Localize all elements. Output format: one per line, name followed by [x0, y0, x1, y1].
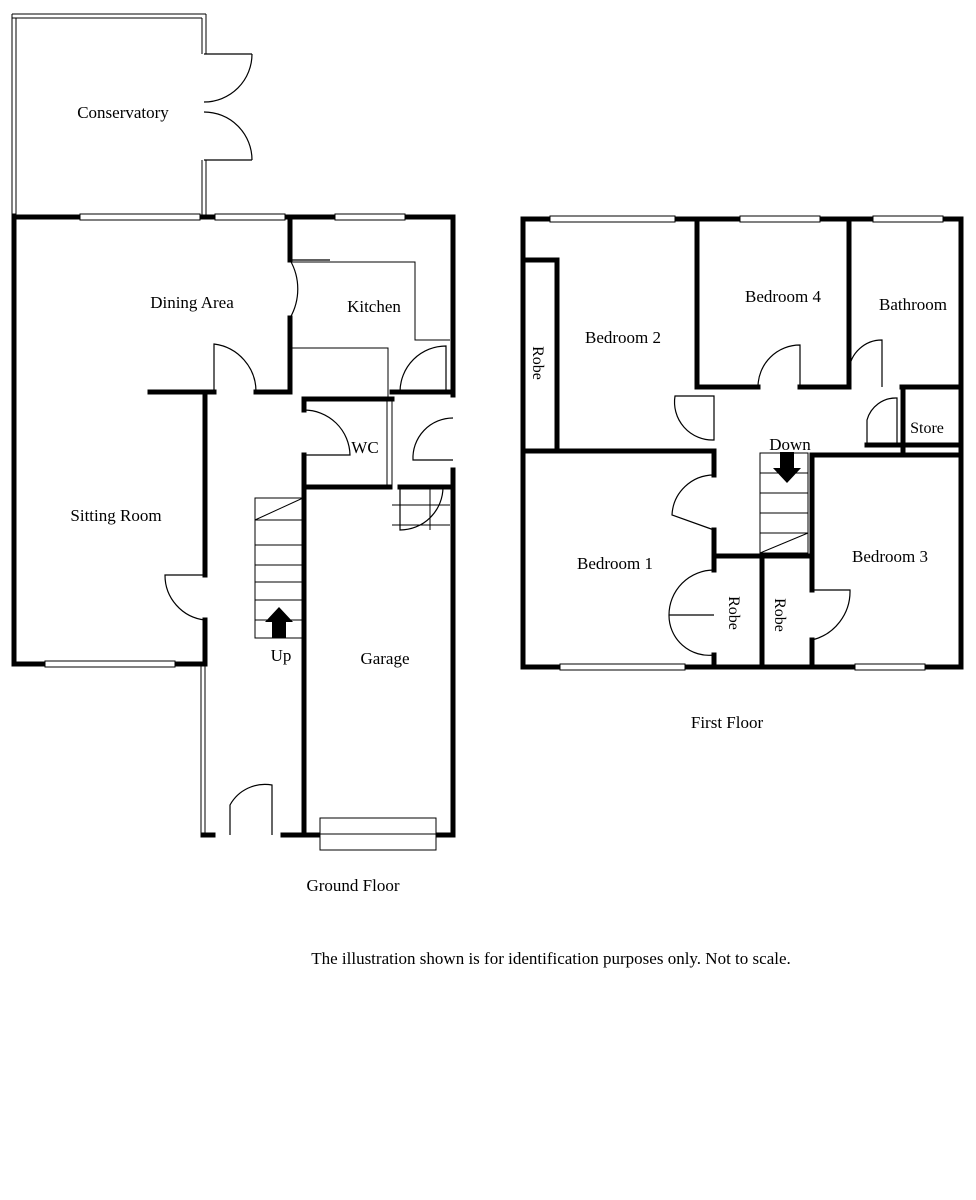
room-label-robe-bedroom-2: Robe [529, 346, 546, 380]
room-label-bedroom-3: Bedroom 3 [852, 547, 928, 566]
ground-floor-doors [164, 259, 454, 835]
stairs-up-arrow-icon [265, 607, 293, 638]
stairs-up-label: Up [271, 646, 292, 665]
first-floor-plan: Bedroom 2 Bedroom 4 Bathroom Store Bedro… [520, 215, 964, 732]
disclaimer-text: The illustration shown is for identifica… [311, 949, 791, 968]
room-label-store: Store [910, 420, 944, 437]
room-label-garage: Garage [360, 649, 409, 668]
ground-floor-stairs [254, 497, 304, 639]
room-label-sitting-room: Sitting Room [70, 506, 161, 525]
room-label-bathroom: Bathroom [879, 295, 947, 314]
room-label-robe-bedroom-3: Robe [771, 598, 788, 632]
conservatory-double-door [203, 53, 253, 161]
ground-floor-caption: Ground Floor [306, 876, 399, 895]
ground-floor-windows [44, 213, 437, 851]
first-floor-caption: First Floor [691, 713, 764, 732]
room-label-bedroom-2: Bedroom 2 [585, 328, 661, 347]
room-label-wc: WC [351, 438, 378, 457]
ground-floor-plan: Conservatory Dining Area Kitchen WC Sitt… [11, 13, 456, 895]
first-floor-windows [549, 215, 944, 671]
room-label-bedroom-4: Bedroom 4 [745, 287, 822, 306]
room-label-kitchen: Kitchen [347, 297, 401, 316]
first-floor-stairs [759, 452, 809, 554]
room-label-conservatory: Conservatory [77, 103, 169, 122]
stairs-down-label: Down [769, 435, 811, 454]
stairs-down-arrow-icon [773, 452, 801, 483]
first-floor-doors [668, 339, 898, 656]
room-label-bedroom-1: Bedroom 1 [577, 554, 653, 573]
first-floor-interior-walls [520, 216, 964, 670]
room-label-dining-area: Dining Area [150, 293, 234, 312]
room-label-robe-bedroom-1: Robe [725, 596, 742, 630]
ground-floor-interior-walls [147, 214, 456, 838]
